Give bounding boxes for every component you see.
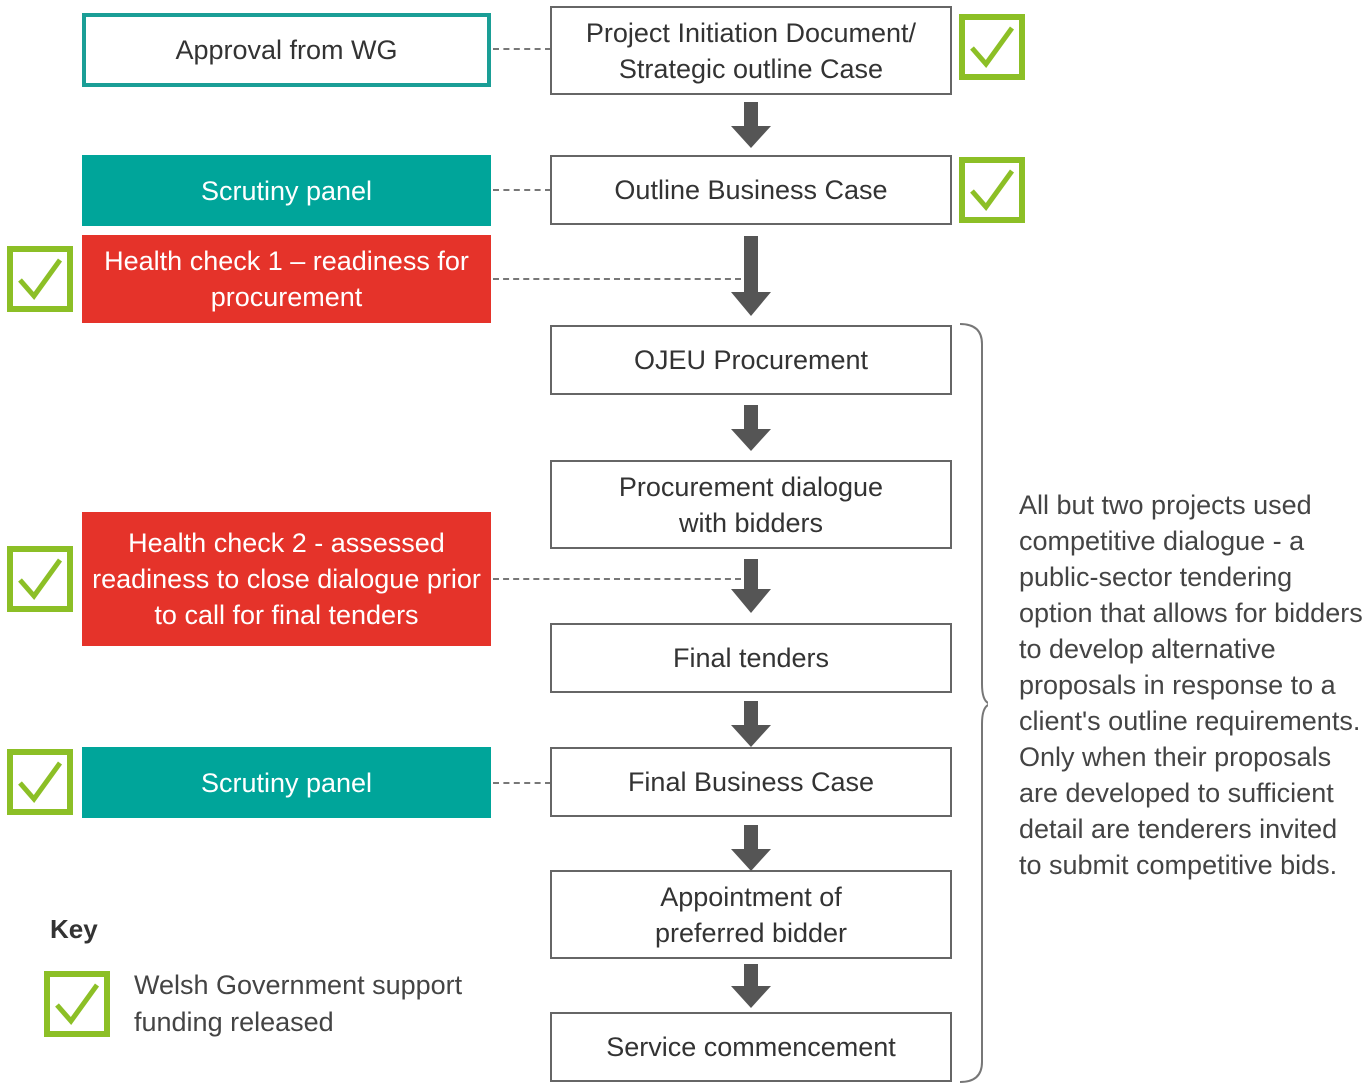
health-check-2-box: Health check 2 - assessed readiness to c… bbox=[82, 512, 491, 646]
step-label: Service commencement bbox=[606, 1032, 896, 1062]
step-appointment-preferred-bidder: Appointment of preferred bidder bbox=[550, 870, 952, 959]
approval-from-wg-box: Approval from WG bbox=[82, 13, 491, 87]
check-icon bbox=[959, 14, 1025, 80]
step-final-business-case: Final Business Case bbox=[550, 747, 952, 817]
connector-approval bbox=[493, 48, 551, 50]
approval-from-wg-label: Approval from WG bbox=[175, 35, 398, 65]
competitive-dialogue-note: All but two projects used competitive di… bbox=[1019, 490, 1363, 880]
check-icon bbox=[959, 157, 1025, 223]
arrow-down-icon bbox=[731, 405, 771, 451]
step-final-tenders: Final tenders bbox=[550, 623, 952, 693]
arrow-down-icon bbox=[731, 825, 771, 871]
arrow-down-icon bbox=[731, 559, 771, 613]
step-ojeu-procurement: OJEU Procurement bbox=[550, 325, 952, 395]
arrow-down-icon bbox=[731, 102, 771, 148]
right-brace-icon bbox=[959, 323, 988, 1083]
scrutiny-panel-2-box: Scrutiny panel bbox=[82, 747, 491, 818]
health-check-1-label: Health check 1 – readiness for procureme… bbox=[104, 246, 469, 312]
step-label: Procurement dialogue with bidders bbox=[618, 471, 884, 538]
step-label: Outline Business Case bbox=[614, 175, 888, 205]
scrutiny-panel-2-label: Scrutiny panel bbox=[200, 767, 373, 798]
health-check-2-label: Health check 2 - assessed readiness to c… bbox=[92, 528, 481, 630]
step-label: Project Initiation Document/ Strategic o… bbox=[585, 17, 917, 84]
key-label: Welsh Government support funding release… bbox=[134, 970, 463, 1037]
arrow-down-icon bbox=[731, 236, 771, 316]
key-title: Key bbox=[50, 914, 98, 944]
check-icon bbox=[44, 971, 110, 1037]
step-label: Appointment of preferred bidder bbox=[654, 881, 848, 948]
step-service-commencement: Service commencement bbox=[550, 1012, 952, 1082]
step-outline-business-case: Outline Business Case bbox=[550, 155, 952, 225]
connector-scrutiny-2 bbox=[493, 782, 551, 784]
connector-health-check-2 bbox=[493, 578, 741, 580]
step-label: Final Business Case bbox=[627, 767, 875, 797]
step-label: OJEU Procurement bbox=[633, 345, 869, 375]
check-icon bbox=[7, 546, 73, 612]
connector-scrutiny-1 bbox=[493, 189, 551, 191]
arrow-down-icon bbox=[731, 701, 771, 747]
health-check-1-box: Health check 1 – readiness for procureme… bbox=[82, 235, 491, 323]
connector-health-check-1 bbox=[493, 278, 741, 280]
check-icon bbox=[7, 749, 73, 815]
step-project-initiation: Project Initiation Document/ Strategic o… bbox=[550, 6, 952, 95]
scrutiny-panel-1-box: Scrutiny panel bbox=[82, 155, 491, 226]
check-icon bbox=[7, 246, 73, 312]
scrutiny-panel-1-label: Scrutiny panel bbox=[200, 175, 373, 206]
step-procurement-dialogue: Procurement dialogue with bidders bbox=[550, 460, 952, 549]
arrow-down-icon bbox=[731, 964, 771, 1008]
step-label: Final tenders bbox=[672, 643, 830, 673]
